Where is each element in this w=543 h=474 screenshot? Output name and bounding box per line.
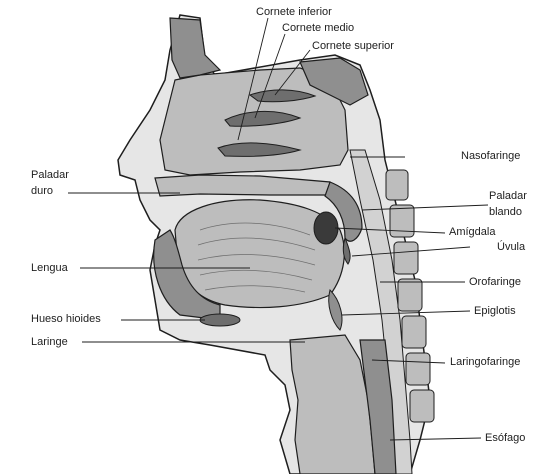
label-paladar-blando-line1: Paladar [489, 190, 527, 203]
label-paladar-blando-line2: blando [489, 206, 522, 219]
label-nasofaringe: Nasofaringe [461, 150, 520, 163]
skull-bone [170, 18, 220, 78]
hyoid-bone [200, 314, 240, 326]
tonsil [314, 212, 338, 244]
label-lengua: Lengua [31, 262, 68, 275]
label-cornete-inferior: Cornete inferior [256, 6, 332, 19]
label-laringofaringe: Laringofaringe [450, 356, 520, 369]
label-uvula: Úvula [497, 241, 525, 254]
label-cornete-medio: Cornete medio [282, 22, 354, 35]
label-laringe: Laringe [31, 336, 68, 349]
label-orofaringe: Orofaringe [469, 276, 521, 289]
label-paladar-duro-line2: duro [31, 185, 53, 198]
label-amigdala: Amígdala [449, 226, 495, 239]
label-paladar-duro-line1: Paladar [31, 169, 69, 182]
label-cornete-superior: Cornete superior [312, 40, 394, 53]
label-hueso-hioides: Hueso hioides [31, 313, 101, 326]
label-epiglotis: Epiglotis [474, 305, 516, 318]
label-esofago: Esófago [485, 432, 525, 445]
